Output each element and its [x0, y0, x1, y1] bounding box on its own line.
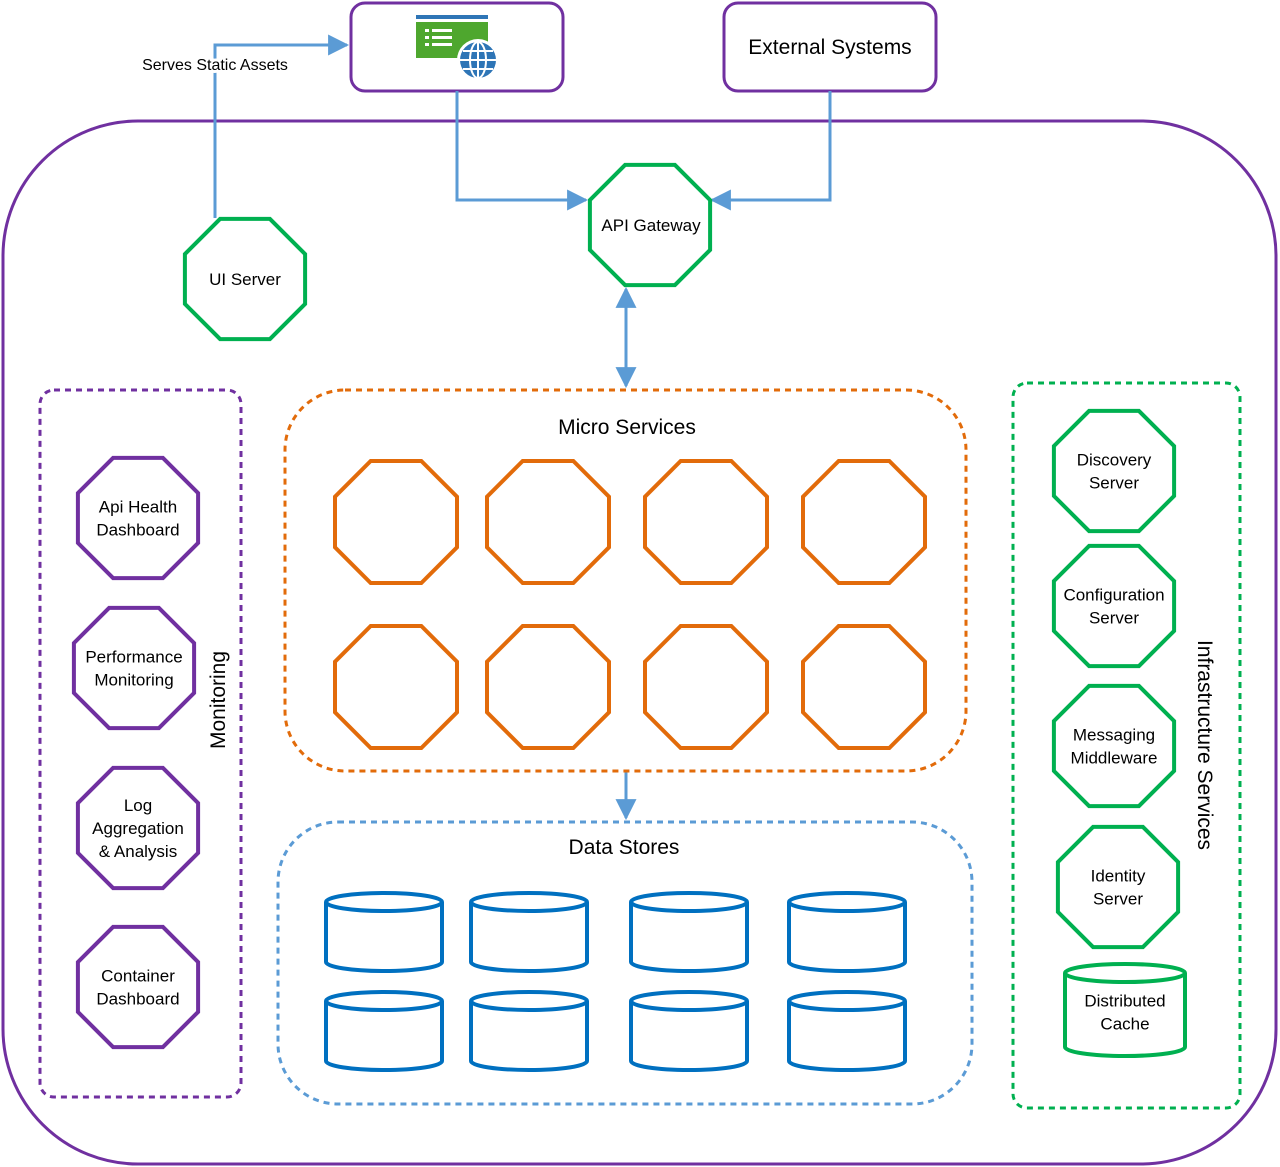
infrastructure-title: Infrastructure Services: [1193, 640, 1216, 850]
application-boundary: [1, 119, 1278, 1166]
infrastructure-node: [1055, 824, 1181, 950]
infrastructure-node: [1051, 543, 1177, 669]
micro-service-node: [643, 459, 769, 585]
web-browser-icon: [416, 15, 499, 81]
micro-service-node: [485, 624, 611, 750]
api-gateway-octagon: [587, 162, 713, 288]
micro-services-title: Micro Services: [558, 416, 696, 439]
infrastructure-items: DiscoveryServerConfigurationServerMessag…: [1051, 408, 1181, 950]
distributed-cache-label: Distributed: [1084, 992, 1165, 1011]
distributed-cache-cylinder: [1063, 962, 1187, 1058]
monitoring-node-label: Api Health: [99, 498, 177, 517]
api-gateway-label: API Gateway: [601, 216, 701, 235]
monitoring-node-label: Aggregation: [92, 819, 184, 838]
data-store-cylinder: [469, 990, 589, 1072]
data-store-cylinder: [469, 891, 589, 973]
monitoring-node-label: Performance: [85, 648, 182, 667]
data-stores-title: Data Stores: [569, 836, 680, 859]
monitoring-node-label: & Analysis: [99, 842, 177, 861]
monitoring-node-label: Log: [124, 796, 152, 815]
ui-server-octagon: [182, 216, 308, 342]
infrastructure-node-label: Server: [1093, 889, 1143, 908]
monitoring-node: [75, 455, 201, 581]
micro-service-nodes: [333, 459, 927, 750]
monitoring-items: Api HealthDashboardPerformanceMonitoring…: [71, 455, 201, 1050]
data-store-nodes: [324, 891, 907, 1072]
ui-server-label: UI Server: [209, 270, 281, 289]
infrastructure-node-label: Server: [1089, 473, 1139, 492]
browser-to-api-gateway-connector: [455, 91, 589, 211]
monitoring-title: Monitoring: [207, 651, 230, 749]
monitoring-node-label: Dashboard: [96, 520, 179, 539]
micro-services-group: [283, 388, 968, 773]
infrastructure-node-label: Server: [1089, 608, 1139, 627]
infrastructure-node-label: Configuration: [1063, 586, 1164, 605]
micro-service-node: [801, 624, 927, 750]
external-systems-label: External Systems: [748, 36, 911, 59]
infrastructure-node: [1051, 683, 1177, 809]
infrastructure-node-label: Messaging: [1073, 726, 1155, 745]
micro-service-node: [643, 624, 769, 750]
infrastructure-node: [1051, 408, 1177, 534]
infrastructure-node-label: Identity: [1091, 867, 1146, 886]
monitoring-group: [38, 388, 243, 1099]
data-store-cylinder: [629, 990, 749, 1072]
monitoring-node: [71, 605, 197, 731]
external-systems-to-api-gateway-connector: [709, 91, 832, 211]
serves-static-assets-label: Serves Static Assets: [142, 57, 288, 74]
monitoring-node-label: Container: [101, 967, 175, 986]
micro-service-node: [801, 459, 927, 585]
micro-service-node: [333, 624, 459, 750]
infrastructure-group: [1011, 381, 1242, 1110]
micro-service-node: [333, 459, 459, 585]
monitoring-node-label: Monitoring: [94, 670, 173, 689]
data-store-cylinder: [324, 990, 444, 1072]
infrastructure-node-label: Middleware: [1071, 748, 1158, 767]
monitoring-node: [75, 924, 201, 1050]
monitoring-node: [75, 765, 201, 891]
monitoring-node-label: Dashboard: [96, 989, 179, 1008]
ui-server-to-browser-connector: [213, 34, 350, 218]
data-stores-group: [276, 820, 974, 1106]
data-store-cylinder: [629, 891, 749, 973]
data-store-cylinder: [324, 891, 444, 973]
data-store-cylinder: [787, 891, 907, 973]
data-store-cylinder: [787, 990, 907, 1072]
infrastructure-node-label: Discovery: [1077, 451, 1152, 470]
micro-service-node: [485, 459, 611, 585]
distributed-cache-label: Cache: [1100, 1014, 1149, 1033]
